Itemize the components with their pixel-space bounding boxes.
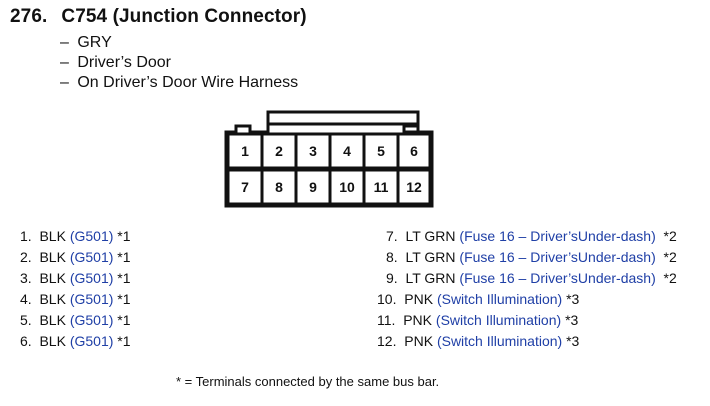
circuit-link[interactable]: (G501) (69, 228, 114, 244)
circuit-link[interactable]: (G501) (69, 270, 114, 286)
terminal-row: 8. LT GRN (Fuse 16 – Driver’sUnder-dash)… (386, 249, 677, 265)
pin-label: 3 (309, 143, 317, 159)
pin-label: 2 (275, 143, 283, 159)
connector-title: C754 (Junction Connector) (61, 6, 307, 27)
dash: – (60, 54, 69, 71)
circuit-link[interactable]: (G501) (69, 291, 114, 307)
pin-label: 8 (275, 179, 283, 195)
bus-note: *1 (117, 333, 131, 349)
page-title: 276. C754 (Junction Connector) (10, 6, 307, 28)
terminal-number: 7. (386, 228, 398, 244)
bus-note: *3 (565, 312, 579, 328)
terminal-number: 5. (20, 312, 32, 328)
terminal-number: 8. (386, 249, 398, 265)
detail-text: Driver’s Door (77, 54, 172, 71)
circuit-link[interactable]: (Switch Illumination) (435, 312, 562, 328)
wire-color: BLK (39, 249, 66, 265)
pin-label: 7 (241, 179, 249, 195)
wire-color: PNK (404, 291, 434, 307)
bus-note: *1 (117, 291, 131, 307)
terminal-row: 11. PNK (Switch Illumination) *3 (377, 312, 578, 328)
wire-color: LT GRN (405, 249, 456, 265)
terminal-row: 12. PNK (Switch Illumination) *3 (377, 333, 579, 349)
wire-color: PNK (404, 333, 434, 349)
pin-label: 1 (241, 143, 249, 159)
pin-label: 11 (373, 179, 389, 195)
pin-label: 9 (309, 179, 317, 195)
section-number: 276. (10, 6, 48, 27)
circuit-link[interactable]: (Fuse 16 – Driver’sUnder-dash) (459, 249, 656, 265)
bus-note: *1 (117, 270, 131, 286)
terminal-row: 9. LT GRN (Fuse 16 – Driver’sUnder-dash)… (386, 270, 677, 286)
wire-color: LT GRN (405, 228, 456, 244)
pin-label: 4 (343, 143, 351, 159)
terminal-number: 6. (20, 333, 32, 349)
terminal-number: 1. (20, 228, 32, 244)
wire-color: BLK (39, 333, 66, 349)
detail-location: – Driver’s Door (60, 54, 171, 72)
wire-color: PNK (403, 312, 433, 328)
footnote: * = Terminals connected by the same bus … (176, 374, 440, 389)
bus-note: *1 (117, 228, 131, 244)
circuit-link[interactable]: (Switch Illumination) (436, 291, 563, 307)
detail-text: GRY (77, 34, 112, 51)
pin-label: 10 (339, 179, 355, 195)
circuit-link[interactable]: (Switch Illumination) (436, 333, 563, 349)
wire-color: BLK (39, 291, 66, 307)
dash: – (60, 74, 69, 91)
circuit-link[interactable]: (G501) (69, 333, 114, 349)
connector-outline (224, 110, 434, 208)
terminal-number: 12. (377, 333, 397, 349)
terminal-row: 3. BLK (G501) *1 (20, 270, 131, 286)
wire-color: BLK (39, 228, 66, 244)
bus-note: *1 (117, 312, 131, 328)
bus-note: *2 (663, 249, 677, 265)
bus-note: *3 (566, 333, 580, 349)
terminal-number: 9. (386, 270, 398, 286)
terminal-number: 2. (20, 249, 32, 265)
circuit-link[interactable]: (Fuse 16 – Driver’sUnder-dash) (459, 228, 656, 244)
detail-text: On Driver’s Door Wire Harness (77, 74, 299, 91)
pin-label: 12 (406, 179, 422, 195)
circuit-link[interactable]: (Fuse 16 – Driver’sUnder-dash) (459, 270, 656, 286)
connector-diagram: 1 2 3 4 5 6 7 8 9 10 11 12 (222, 110, 436, 210)
pin-label: 6 (410, 143, 418, 159)
bus-note: *1 (117, 249, 131, 265)
wire-color: LT GRN (405, 270, 456, 286)
connector-latch (266, 110, 420, 126)
terminal-row: 2. BLK (G501) *1 (20, 249, 131, 265)
circuit-link[interactable]: (G501) (69, 312, 114, 328)
detail-harness: – On Driver’s Door Wire Harness (60, 74, 298, 92)
bus-note: *2 (663, 270, 677, 286)
bus-note: *2 (663, 228, 677, 244)
bus-note: *3 (566, 291, 580, 307)
pin-label: 5 (377, 143, 385, 159)
terminal-number: 4. (20, 291, 32, 307)
terminal-row: 7. LT GRN (Fuse 16 – Driver’sUnder-dash)… (386, 228, 677, 244)
terminal-number: 11. (377, 312, 396, 328)
terminal-row: 5. BLK (G501) *1 (20, 312, 131, 328)
circuit-link[interactable]: (G501) (69, 249, 114, 265)
terminal-row: 1. BLK (G501) *1 (20, 228, 131, 244)
dash: – (60, 34, 69, 51)
terminal-row: 6. BLK (G501) *1 (20, 333, 131, 349)
terminal-number: 3. (20, 270, 32, 286)
wire-color: BLK (39, 312, 66, 328)
terminal-row: 4. BLK (G501) *1 (20, 291, 131, 307)
wire-color: BLK (39, 270, 66, 286)
terminal-number: 10. (377, 291, 397, 307)
terminal-row: 10. PNK (Switch Illumination) *3 (377, 291, 579, 307)
detail-color: – GRY (60, 34, 112, 52)
